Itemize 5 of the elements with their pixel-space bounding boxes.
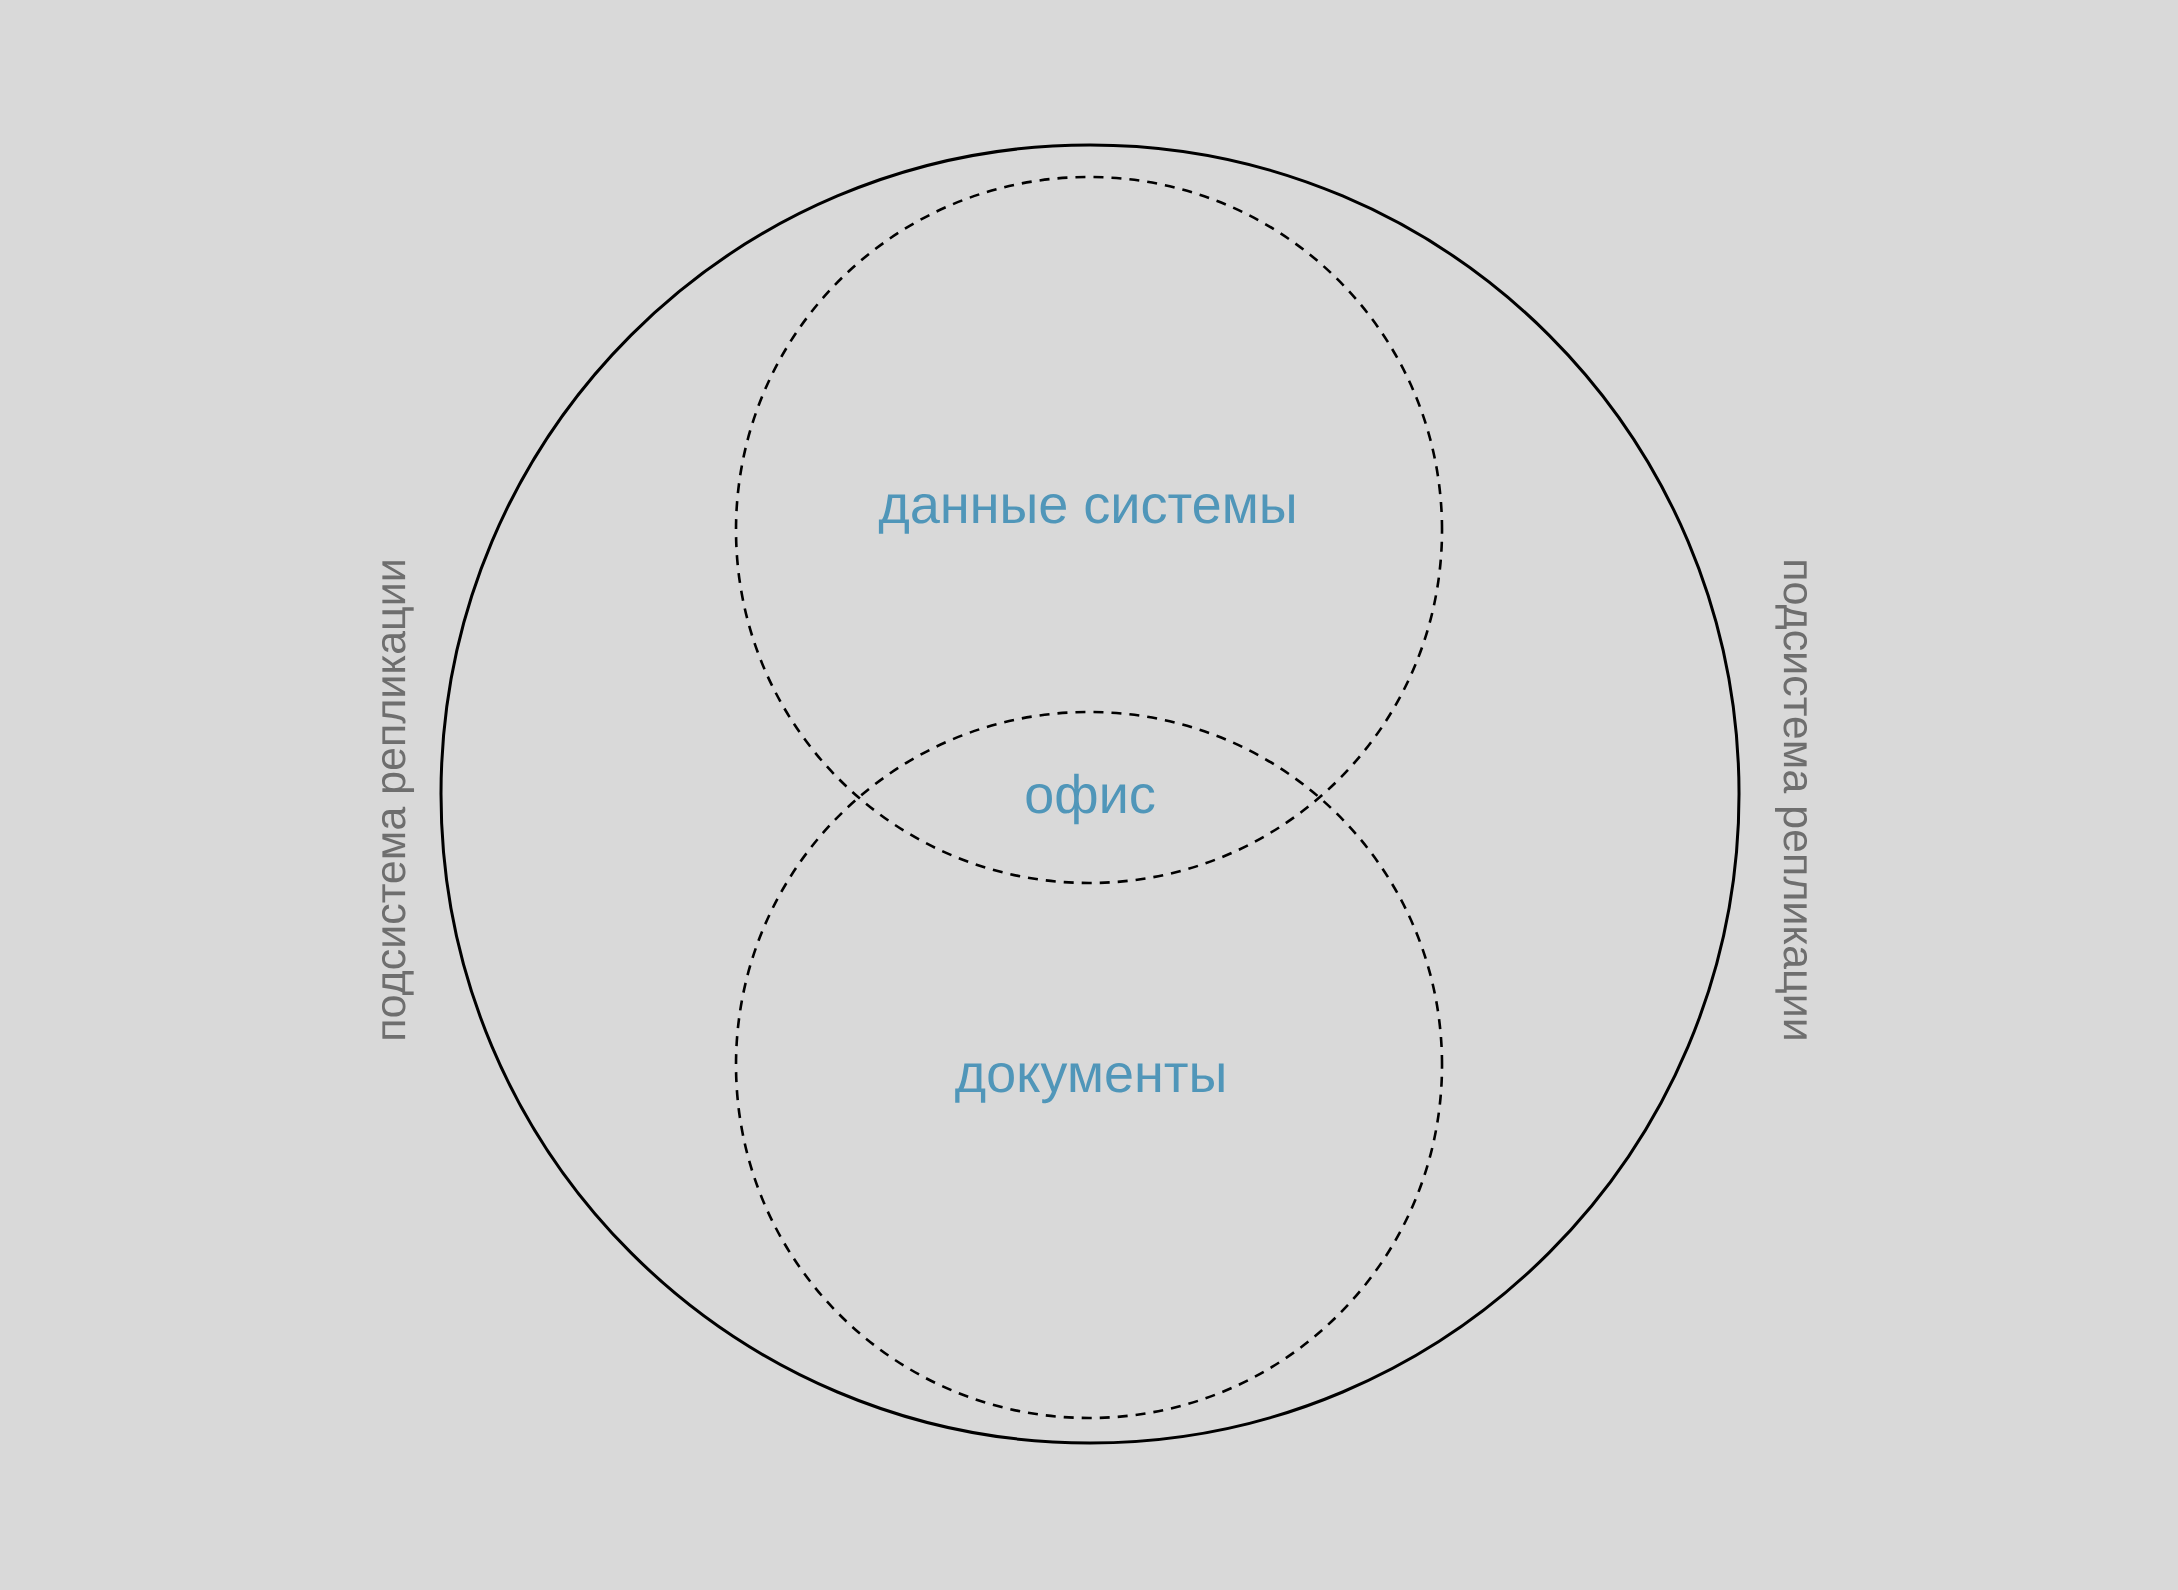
set-label: документы bbox=[955, 1062, 1224, 1104]
overlap-label: офис bbox=[1026, 773, 1155, 825]
set-label: данные системы bbox=[878, 493, 1294, 534]
side-label: подсистема репликации bbox=[1775, 561, 1808, 1039]
side-label: подсистема репликации bbox=[382, 561, 415, 1039]
